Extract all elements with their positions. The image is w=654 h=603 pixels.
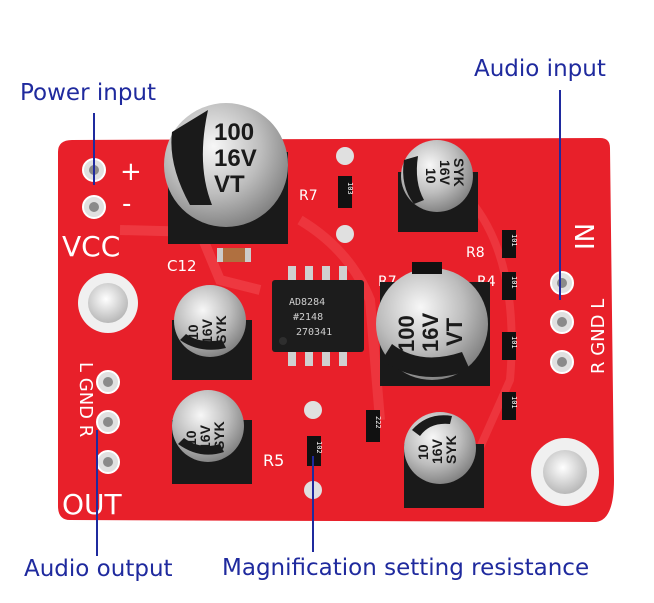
out-pins-label: L GND R — [75, 362, 96, 437]
cap-small-1-stripe — [403, 156, 424, 204]
chip-marking-1: AD8284 — [289, 297, 325, 308]
ref-c12: C12 — [167, 257, 197, 275]
ref-r5: R5 — [263, 451, 284, 470]
resistor-r7-mid — [412, 262, 442, 274]
chip-marking-2: #2148 — [293, 312, 323, 323]
in-r-pad-hole — [557, 357, 567, 367]
out-l-pad-hole — [103, 377, 113, 387]
mount-hole-right-inner — [543, 450, 587, 494]
out-gnd-pad-hole — [103, 417, 113, 427]
cap-c12-end-left — [217, 248, 223, 262]
cap-small-2-voltage: 16V — [199, 318, 215, 344]
gain-resistor-label: Magnification setting resistance — [222, 555, 590, 581]
vcc-minus-pad-hole — [89, 202, 99, 212]
resistor-right-4 — [502, 392, 516, 420]
ref-r8: R8 — [466, 245, 485, 261]
resistor-r8-code: 101 — [510, 234, 518, 247]
resistor-r5 — [307, 436, 321, 466]
cap-small-1-value: 10 — [423, 168, 439, 184]
resistor-r7-top — [338, 176, 352, 208]
cap-c12-end-right — [245, 248, 251, 262]
cap-small-2-value: 10 — [185, 324, 201, 340]
out-silk-label: OUT — [62, 488, 123, 521]
cap-small-3-code: SYK — [211, 421, 227, 450]
mount-hole-left-inner — [88, 283, 128, 323]
in-silk-label: IN — [571, 223, 601, 250]
cap-c12 — [217, 248, 251, 262]
cap-large-2-code: VT — [442, 317, 467, 346]
in-l-pad-hole — [557, 278, 567, 288]
cap-small-3-value: 10 — [183, 430, 199, 446]
cap-large-2-voltage: 16V — [418, 313, 443, 352]
vcc-silk-label: VCC — [62, 230, 120, 263]
resistor-right-3 — [502, 332, 516, 360]
cap-small-4-stripe — [412, 415, 452, 436]
cap-small-3-voltage: 16V — [197, 424, 213, 450]
cap-large-2-stripe — [382, 344, 470, 378]
amplifier-chip — [272, 266, 364, 366]
cap-large-2-value: 100 — [394, 315, 419, 352]
in-pins-label: R GND L — [588, 299, 609, 374]
pcb-trace-a — [119, 225, 262, 295]
cap-small-3-stripe — [178, 438, 224, 455]
out-r-pad-hole — [103, 457, 113, 467]
cap-large-1-voltage: 16V — [214, 145, 257, 172]
pcb-trace-b — [297, 215, 385, 421]
resistor-r8 — [502, 230, 516, 258]
via-3 — [304, 401, 322, 419]
via-2 — [336, 225, 354, 243]
capacitor-222 — [366, 410, 380, 442]
chip-marking-3: 270341 — [296, 327, 332, 338]
via-1 — [336, 147, 354, 165]
audio-input-label: Audio input — [474, 56, 606, 82]
cap-small-4-value: 10 — [415, 444, 431, 460]
resistor-r7-top-code: 103 — [346, 182, 354, 195]
vcc-plus-sign: + — [120, 157, 142, 187]
ref-r7-top: R7 — [299, 188, 318, 204]
cap-large-1-value: 100 — [214, 119, 254, 146]
cap-small-4-voltage: 16V — [429, 438, 445, 464]
resistor-r4-code: 101 — [510, 276, 518, 289]
vcc-minus-sign: - — [122, 189, 131, 219]
resistor-r4 — [502, 272, 516, 300]
cap-small-2-stripe — [180, 334, 226, 350]
power-input-label: Power input — [20, 80, 157, 106]
cap-small-4-code: SYK — [443, 435, 459, 464]
cap-small-1-code: SYK — [451, 158, 467, 187]
capacitor-222-code: 222 — [374, 416, 382, 429]
audio-output-label: Audio output — [24, 556, 173, 582]
resistor-right-3-code: 101 — [510, 336, 518, 349]
cap-large-1-code: VT — [214, 171, 245, 198]
resistor-r5-code: 102 — [315, 441, 323, 454]
resistor-right-4-code: 101 — [510, 396, 518, 409]
cap-small-1-voltage: 16V — [437, 160, 453, 186]
in-gnd-pad-hole — [557, 317, 567, 327]
cap-small-2-code: SYK — [213, 315, 229, 344]
cap-large-1-stripe — [171, 110, 212, 205]
